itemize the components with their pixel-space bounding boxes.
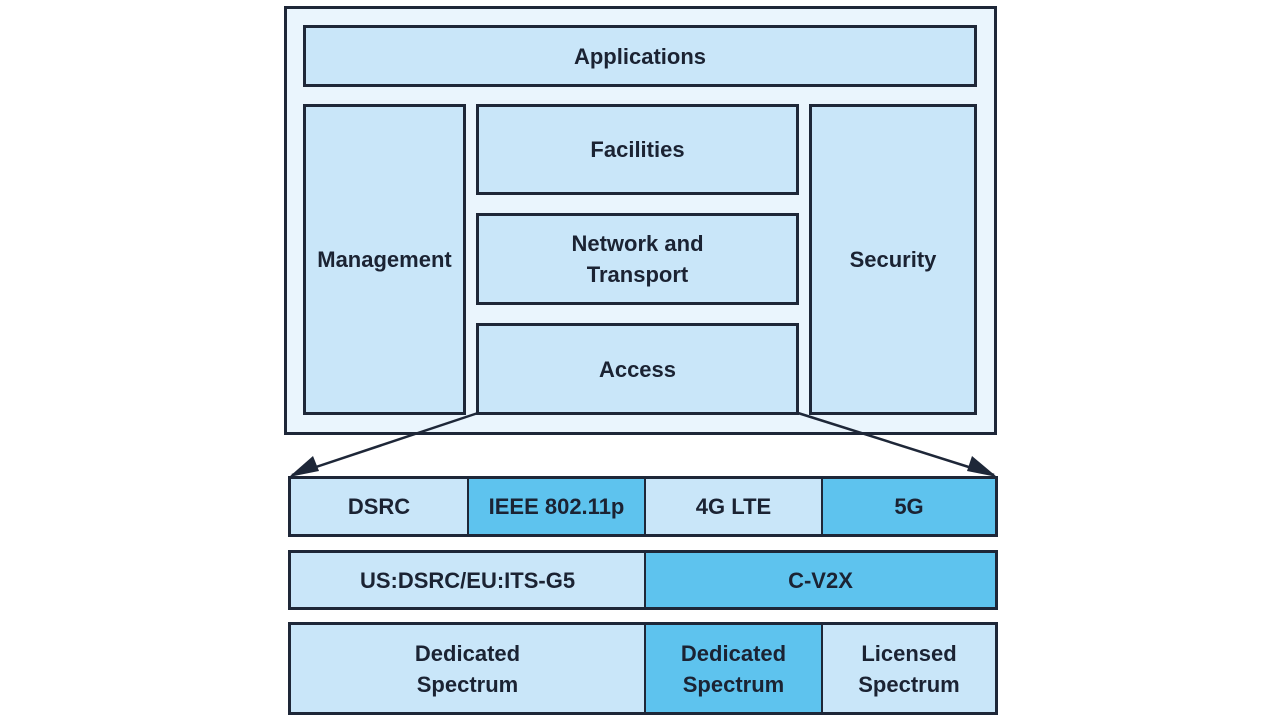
management-label: Management [317,247,452,272]
spectrum-label-line2: Spectrum [858,671,960,697]
applications-layer: Applications [303,25,977,87]
network-transport-label-line1: Network and [571,231,704,256]
access-label: Access [598,356,677,382]
spectrum-dedicated-cv2x: Dedicated Spectrum [644,625,821,712]
facilities-label: Facilities [590,137,685,162]
access-technologies-row: DSRC IEEE 802.11p 4G LTE 5G [288,476,998,537]
tech-4g-lte: 4G LTE [644,479,821,534]
tech-dsrc: DSRC [291,479,467,534]
arrow-left [291,411,479,477]
spectrum-label-line1: Dedicated [414,640,521,666]
spectrum-licensed: Licensed Spectrum [821,625,995,712]
spectrum-label-line1: Dedicated [680,640,787,666]
tech-4g-lte-label: 4G LTE [695,494,772,519]
standard-c-v2x-label: C-V2X [788,567,853,593]
security-label: Security [849,247,937,272]
tech-5g-label: 5G [894,494,924,519]
applications-label: Applications [573,43,706,69]
spectrum-label-line1: Licensed [861,640,957,666]
arrow-left-head-icon [289,456,319,477]
access-layer: Access [476,323,799,415]
arrow-right [797,411,995,477]
standards-row: US:DSRC/EU:ITS-G5 C-V2X [288,550,998,610]
network-transport-label-line2: Transport [586,262,689,287]
standard-dsrc-its-g5: US:DSRC/EU:ITS-G5 [291,553,644,607]
tech-ieee-label: IEEE 802.11p [488,494,625,519]
spectrum-row: Dedicated Spectrum Dedicated Spectrum Li… [288,622,998,715]
standard-dsrc-its-g5-label: US:DSRC/EU:ITS-G5 [359,567,576,593]
tech-5g: 5G [821,479,995,534]
network-transport-layer: Network and Transport [476,213,799,305]
tech-ieee-80211p: IEEE 802.11p [467,479,644,534]
spectrum-dedicated-dsrc: Dedicated Spectrum [291,625,644,712]
arrow-right-head-icon [967,456,997,477]
tech-dsrc-label: DSRC [347,494,411,519]
management-layer: Management [303,104,466,415]
facilities-layer: Facilities [476,104,799,195]
security-layer: Security [809,104,977,415]
spectrum-label-line2: Spectrum [416,671,519,697]
standard-c-v2x: C-V2X [644,553,995,607]
spectrum-label-line2: Spectrum [682,671,785,697]
